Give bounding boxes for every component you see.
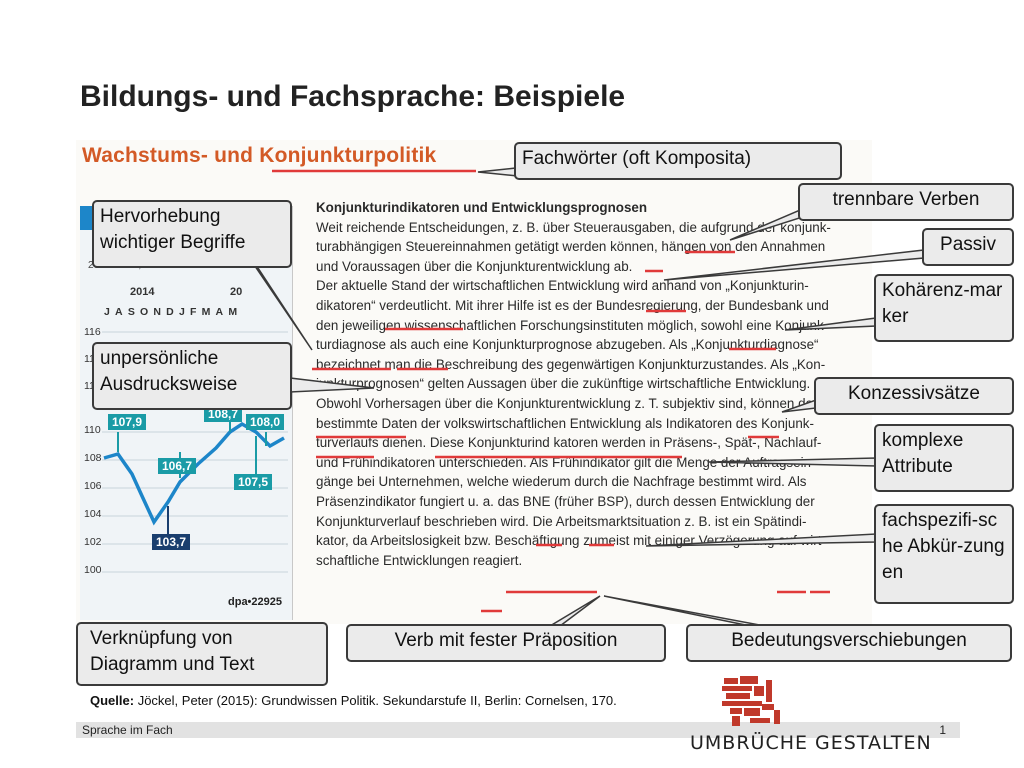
- article-line: bestimmte Daten der volkswirtschaftliche…: [316, 415, 814, 431]
- article-line: gänge bei Unternehmen, welche wiederum d…: [316, 474, 807, 490]
- chart-value-label: 106,7: [158, 458, 197, 474]
- callout-verb-praeposition: Verb mit fester Präposition: [346, 624, 666, 662]
- callout-kohaerenzmarker: Kohärenz-marker: [874, 274, 1014, 342]
- article-line: junkturprognosen“ gelten Aussagen über d…: [316, 376, 811, 392]
- chart-credit: dpa•22925: [228, 596, 282, 608]
- article-line: Weit reichende Entscheidungen, z. B. übe…: [316, 219, 831, 235]
- article-line: turdiagnose als auch eine Konjunkturprog…: [316, 337, 819, 353]
- article-line: und Voraussagen über die Konjunkturentwi…: [316, 258, 633, 274]
- chart-year-right: 20: [230, 286, 243, 298]
- article-line: Präsenzindikator fungiert u. a. das BNE …: [316, 493, 815, 509]
- chart-year-left: 2014: [130, 286, 155, 298]
- red-underlines: [272, 169, 830, 613]
- source-citation: Quelle: Jöckel, Peter (2015): Grundwisse…: [90, 693, 617, 708]
- scan-heading: Wachstums- und Konjunkturpolitik: [82, 144, 437, 167]
- y-tick: 102: [84, 536, 102, 548]
- y-tick: 100: [84, 564, 102, 576]
- callout-verknuepfung: Verknüpfung von Diagramm und Text: [76, 622, 328, 686]
- chart-value-label: 103,7: [152, 534, 191, 550]
- callout-passiv: Passiv: [922, 228, 1014, 266]
- y-tick: 116: [84, 326, 101, 338]
- source-label: Quelle:: [90, 693, 135, 708]
- callout-komplexe-attribute: komplexe Attribute: [874, 424, 1014, 492]
- callout-trennbare-verben: trennbare Verben: [798, 183, 1014, 221]
- word-cloud-logo-icon: [722, 676, 780, 726]
- chart-months: JASONDJFMAM: [104, 306, 243, 318]
- y-tick: 108: [84, 452, 102, 464]
- callout-konzessivsaetze: Konzessivsätze: [814, 377, 1014, 415]
- article-line: Der aktuelle Stand der wirtschaftlichen …: [316, 278, 809, 294]
- callout-hervorhebung: Hervorhebung wichtiger Begriffe: [92, 200, 292, 268]
- logo-text: UMBRÜCHE GESTALTEN: [690, 732, 932, 754]
- y-tick: 110: [84, 424, 101, 436]
- article-text: Konjunkturindikatoren und Entwicklungspr…: [316, 198, 868, 570]
- article-line: dikatoren“ verdeutlicht. Mit ihrer Hilfe…: [316, 297, 829, 313]
- chart-value-label: 107,5: [234, 474, 273, 490]
- chart-value-label: 108,0: [246, 414, 285, 430]
- article-heading: Konjunkturindikatoren und Entwicklungspr…: [316, 200, 648, 215]
- article-line: Obwohl Vorhersagen über die Konjunkturen…: [316, 395, 828, 411]
- callout-unpersoenlich: unpersönliche Ausdrucksweise: [92, 342, 292, 410]
- chart-value-label: 108,7: [204, 406, 243, 422]
- source-text: Jöckel, Peter (2015): Grundwissen Politi…: [137, 693, 617, 708]
- callout-bedeutungsverschiebungen: Bedeutungsverschiebungen: [686, 624, 1012, 662]
- y-tick: 106: [84, 480, 102, 492]
- page-number: 1: [939, 723, 946, 737]
- callout-fachwoerter: Fachwörter (oft Komposita): [514, 142, 842, 180]
- footer-course-title: Sprache im Fach: [82, 723, 173, 737]
- article-line: turverlaufs dienen. Diese Konjunkturind …: [316, 435, 822, 451]
- article-line: Konjunkturverlauf beschrieben wird. Die …: [316, 513, 807, 529]
- slide-title: Bildungs- und Fachsprache: Beispiele: [80, 80, 626, 113]
- callout-abkuerzungen: fachspezifi-sche Abkür-zungen: [874, 504, 1014, 604]
- article-line: turabhängigen Steuereinnahmen getätigt w…: [316, 239, 826, 255]
- article-line: schaftliche Entwicklungen reagiert.: [316, 552, 523, 568]
- y-tick: 104: [84, 508, 102, 520]
- article-line: und Frühindikatoren unterschieden. Als F…: [316, 454, 816, 470]
- chart-value-label: 107,9: [108, 414, 147, 430]
